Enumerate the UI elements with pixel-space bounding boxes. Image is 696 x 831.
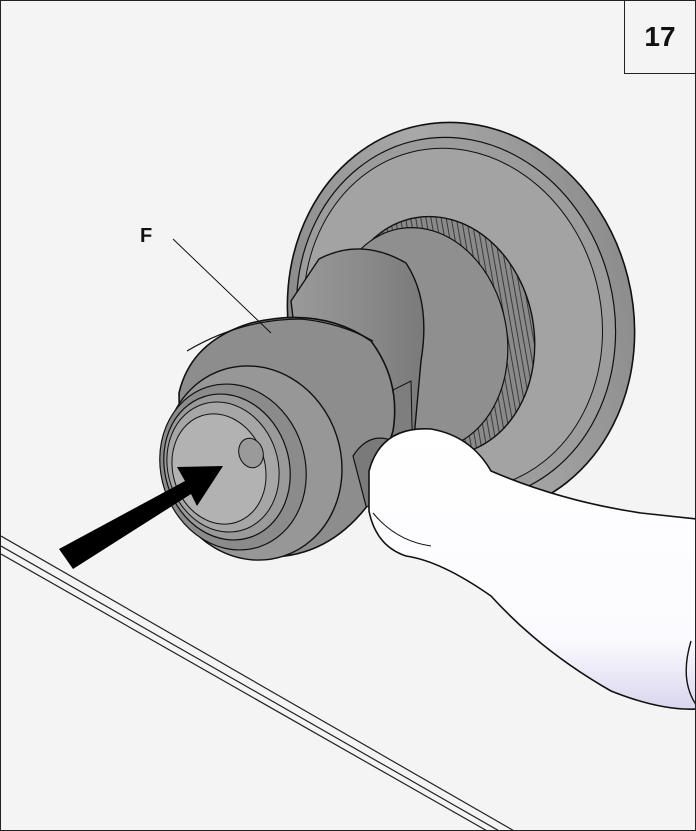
step-number-box: 17 [624,1,695,74]
part-label-f: F [140,225,153,247]
step-number: 17 [644,21,676,52]
callout-leader [172,238,272,334]
lever-handle [368,428,695,710]
collar-f [159,316,396,561]
direction-arrow [59,466,223,569]
table-edge [1,535,514,830]
